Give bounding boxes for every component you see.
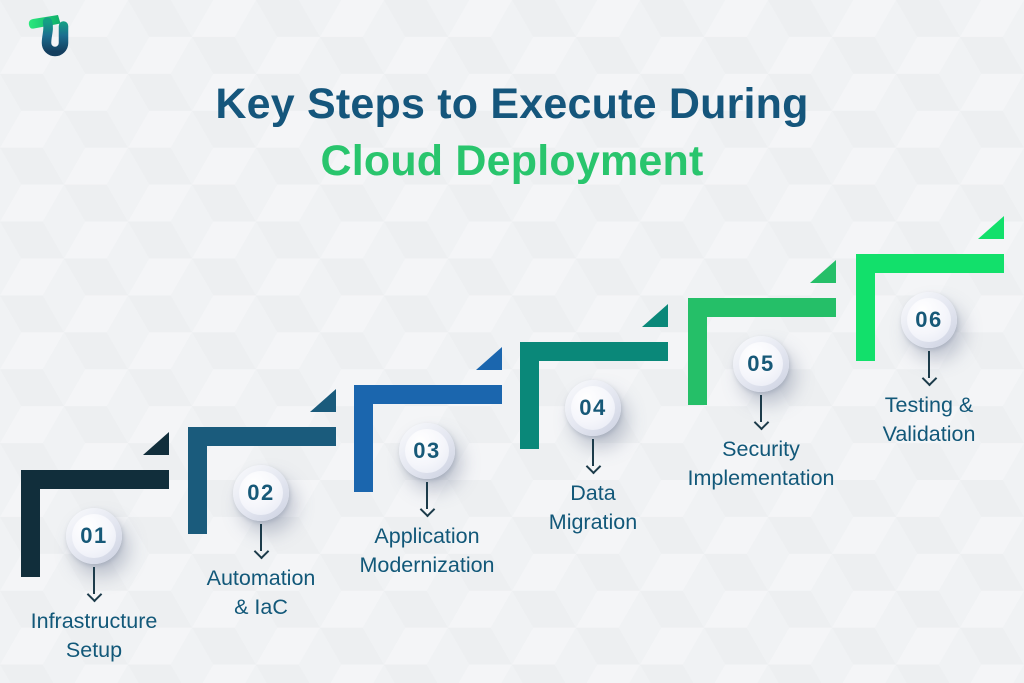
step-bar-horizontal <box>354 385 502 404</box>
step-02: 02 Automation & IaC <box>188 387 338 637</box>
step-number-badge-inner: 03 <box>405 429 449 473</box>
tu-logo-graphic <box>28 15 69 57</box>
step-label: Infrastructure Setup <box>30 609 158 662</box>
page-title: Key Steps to Execute During Cloud Deploy… <box>0 76 1024 190</box>
down-arrow-shaft <box>928 351 930 378</box>
step-number-badge: 01 <box>66 508 122 564</box>
corner-triangle-icon <box>642 304 668 327</box>
step-number: 01 <box>80 523 108 548</box>
step-number-badge: 03 <box>399 423 455 479</box>
step-number-badge-inner: 01 <box>72 514 116 558</box>
tu-logo <box>22 12 76 69</box>
step-label: Application Modernization <box>359 524 495 577</box>
step-bar-horizontal <box>856 254 1004 273</box>
down-arrow-shaft <box>760 395 762 422</box>
corner-triangle-icon <box>978 216 1004 239</box>
down-arrow-icon <box>921 370 938 387</box>
step-number-badge: 02 <box>233 465 289 521</box>
step-number-badge-inner: 05 <box>739 342 783 386</box>
step-label: Data Migration <box>548 481 638 534</box>
step-06: 06 Testing & Validation <box>856 214 1006 464</box>
step-number: 04 <box>579 395 607 420</box>
step-bar-horizontal <box>520 342 668 361</box>
corner-triangle-icon <box>476 347 502 370</box>
step-number-badge: 05 <box>733 336 789 392</box>
down-arrow-icon <box>419 501 436 518</box>
step-bar-vertical <box>188 427 207 534</box>
step-number-badge-inner: 06 <box>907 298 951 342</box>
down-arrow-shaft <box>260 524 262 551</box>
step-bar-vertical <box>856 254 875 361</box>
step-01: 01 Infrastructure Setup <box>21 430 171 680</box>
step-number-badge: 06 <box>901 292 957 348</box>
down-arrow-icon <box>753 414 770 431</box>
step-number: 02 <box>247 480 275 505</box>
corner-triangle-icon <box>143 432 169 455</box>
step-number: 06 <box>915 307 943 332</box>
step-number: 03 <box>413 438 441 463</box>
down-arrow-shaft <box>426 482 428 509</box>
down-arrow-shaft <box>592 439 594 466</box>
down-arrow-icon <box>253 543 270 560</box>
corner-triangle-icon <box>310 389 336 412</box>
step-number-badge-inner: 04 <box>571 386 615 430</box>
step-03: 03 Application Modernization <box>354 345 504 595</box>
down-arrow-shaft <box>93 567 95 594</box>
step-number-badge: 04 <box>565 380 621 436</box>
step-number-badge-inner: 02 <box>239 471 283 515</box>
step-label: Testing & Validation <box>882 393 976 446</box>
step-bar-vertical <box>21 470 40 577</box>
corner-triangle-icon <box>810 260 836 283</box>
step-bar-vertical <box>520 342 539 449</box>
step-bar-vertical <box>354 385 373 492</box>
step-05: 05 Security Implementation <box>688 258 838 508</box>
step-number: 05 <box>747 351 775 376</box>
page-title-line2: Cloud Deployment <box>320 137 704 185</box>
step-04: 04 Data Migration <box>520 302 670 552</box>
down-arrow-icon <box>585 458 602 475</box>
down-arrow-icon <box>86 586 103 603</box>
step-bar-horizontal <box>688 298 836 317</box>
step-label: Security Implementation <box>687 437 835 490</box>
step-bar-horizontal <box>21 470 169 489</box>
step-bar-vertical <box>688 298 707 405</box>
page-title-line1: Key Steps to Execute During <box>215 80 809 128</box>
step-label: Automation & IaC <box>206 566 316 619</box>
step-bar-horizontal <box>188 427 336 446</box>
